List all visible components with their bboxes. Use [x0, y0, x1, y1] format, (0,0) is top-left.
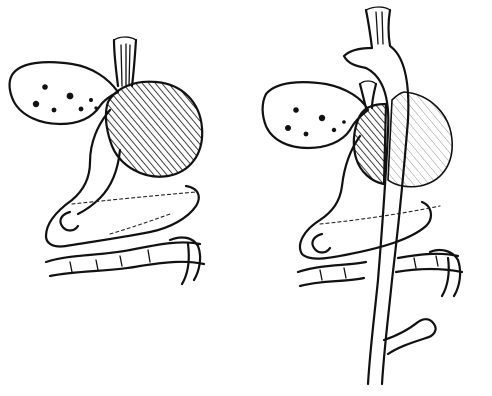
left-esophagus [114, 40, 136, 86]
left-liver-outline [10, 62, 118, 124]
right-gastric-tube [344, 10, 388, 384]
right-liver-dot [342, 120, 346, 124]
left-liver-dot [67, 93, 74, 100]
right-liver-dot [285, 125, 291, 131]
right-tube-top [366, 7, 390, 10]
right-liver-outline [263, 82, 368, 148]
left-liver-dot [79, 107, 84, 112]
right-liver-dot [319, 115, 325, 121]
right-liver-dot [293, 107, 299, 113]
right-stomach-dashed-line [320, 206, 440, 224]
left-panel [10, 37, 204, 284]
right-esophagus-stump-top [360, 81, 376, 84]
right-fundus-hatched [354, 104, 386, 184]
left-liver-dot [52, 108, 57, 113]
left-intestine [46, 242, 204, 276]
left-esophagus-folds [121, 44, 130, 86]
right-fundus-light [388, 92, 452, 187]
right-jejunum [384, 319, 436, 354]
right-pylorus [312, 234, 330, 253]
left-liver-dot [42, 84, 48, 90]
left-pylorus [60, 212, 78, 231]
left-intestine-lower [170, 238, 200, 284]
right-intestine-lower [430, 250, 460, 296]
left-fundus-hatched [106, 82, 202, 177]
left-liver-dot [94, 106, 97, 109]
right-tube-top-folds [376, 12, 383, 44]
left-esophagus-top [114, 37, 136, 40]
left-stomach-dashed-line [110, 214, 170, 234]
left-liver-dot [33, 101, 39, 107]
right-liver-dot [332, 128, 336, 132]
left-stomach-dashed-line [72, 192, 196, 204]
left-liver-dot [89, 98, 93, 102]
left-stomach-curve [78, 150, 120, 214]
right-liver-dot [304, 132, 309, 137]
right-panel [263, 7, 462, 384]
right-gastric-tube [382, 10, 408, 384]
